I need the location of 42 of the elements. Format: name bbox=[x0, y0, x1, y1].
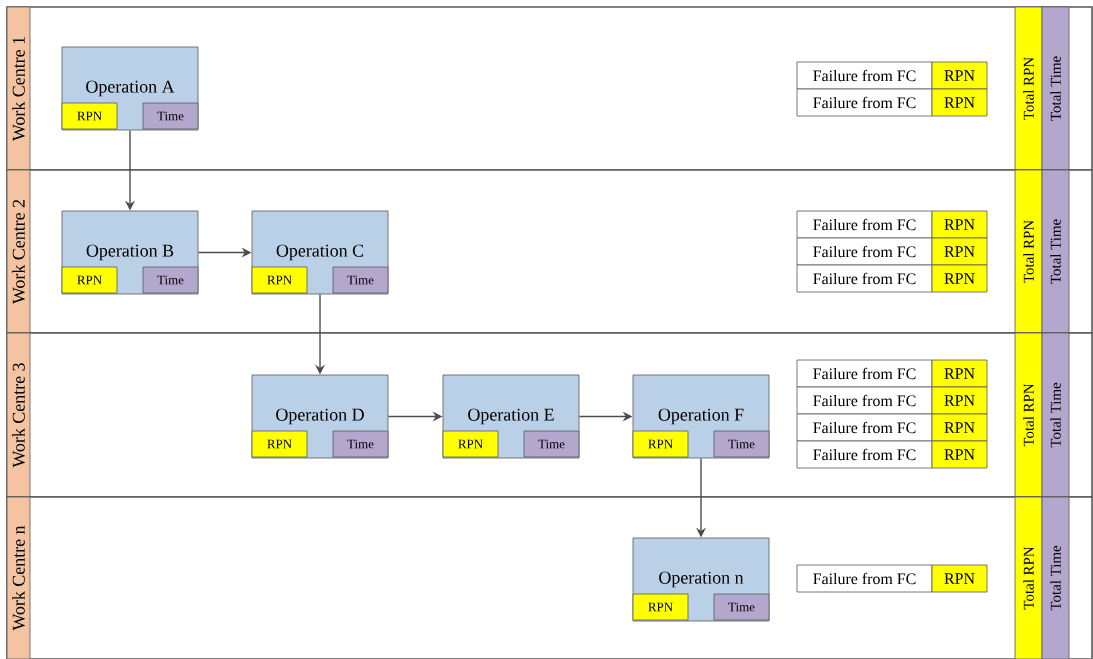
time-cell: Time bbox=[332, 430, 389, 458]
failure-cell: Failure from FC bbox=[796, 386, 933, 415]
rpn-cell: RPN bbox=[931, 359, 988, 388]
rpn-cell: RPN bbox=[931, 61, 988, 90]
rpn-cell: RPN bbox=[931, 237, 988, 266]
failure-cell: Failure from FC bbox=[796, 264, 933, 293]
failure-cell: Failure from FC bbox=[796, 237, 933, 266]
failure-cell: Failure from FC bbox=[796, 413, 933, 442]
time-cell: Time bbox=[523, 430, 580, 458]
time-cell: Time bbox=[332, 266, 389, 294]
time-cell: Time bbox=[142, 102, 199, 130]
rpn-cell: RPN bbox=[931, 413, 988, 442]
rpn-cell: RPN bbox=[632, 430, 689, 458]
failure-cell: Failure from FC bbox=[796, 440, 933, 469]
total-time-bar: Total Time bbox=[1041, 6, 1070, 171]
rpn-cell: RPN bbox=[931, 210, 988, 239]
total-time-bar: Total Time bbox=[1041, 169, 1070, 334]
rpn-cell: RPN bbox=[251, 266, 308, 294]
total-rpn-bar: Total RPN bbox=[1014, 169, 1043, 334]
rpn-cell: RPN bbox=[442, 430, 499, 458]
rpn-cell: RPN bbox=[931, 264, 988, 293]
rpn-cell: RPN bbox=[931, 386, 988, 415]
failure-cell: Failure from FC bbox=[796, 88, 933, 117]
time-cell: Time bbox=[142, 266, 199, 294]
total-rpn-bar: Total RPN bbox=[1014, 332, 1043, 498]
total-time-bar: Total Time bbox=[1041, 496, 1070, 659]
failure-cell: Failure from FC bbox=[796, 61, 933, 90]
total-rpn-bar: Total RPN bbox=[1014, 6, 1043, 171]
time-cell: Time bbox=[713, 593, 770, 621]
rpn-cell: RPN bbox=[632, 593, 689, 621]
rpn-cell: RPN bbox=[931, 88, 988, 117]
rpn-cell: RPN bbox=[931, 440, 988, 469]
total-time-bar: Total Time bbox=[1041, 332, 1070, 498]
rpn-cell: RPN bbox=[61, 266, 118, 294]
failure-cell: Failure from FC bbox=[796, 359, 933, 388]
time-cell: Time bbox=[713, 430, 770, 458]
failure-cell: Failure from FC bbox=[796, 210, 933, 239]
failure-cell: Failure from FC bbox=[796, 564, 933, 593]
rpn-cell: RPN bbox=[61, 102, 118, 130]
total-rpn-bar: Total RPN bbox=[1014, 496, 1043, 659]
rpn-cell: RPN bbox=[931, 564, 988, 593]
rpn-cell: RPN bbox=[251, 430, 308, 458]
